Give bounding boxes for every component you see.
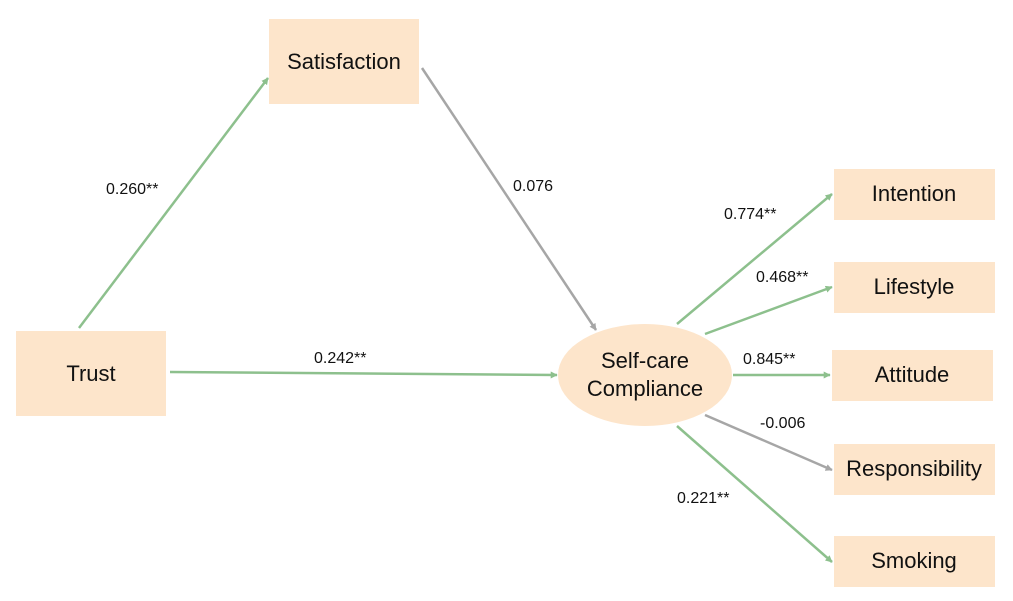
- node-satisfaction-label: Satisfaction: [287, 49, 401, 74]
- edge-label-selfcare-lifestyle: 0.468**: [756, 269, 809, 286]
- edge-label-selfcare-smoking: 0.221**: [677, 490, 730, 507]
- node-responsibility-box: [834, 444, 995, 495]
- node-trust: Trust: [16, 331, 166, 416]
- node-smoking-box: [834, 536, 995, 587]
- node-self-care-line1: Self-care: [601, 348, 689, 373]
- node-satisfaction-box: [269, 19, 419, 104]
- node-trust-box: [16, 331, 166, 416]
- edge-label-selfcare-responsibility: -0.006: [760, 415, 805, 432]
- edge-label-trust-selfcare: 0.242**: [314, 350, 367, 367]
- node-lifestyle-label: Lifestyle: [874, 274, 955, 299]
- arrow-satisfaction-selfcare: [420, 67, 598, 331]
- arrow-selfcare-intention: [676, 193, 833, 325]
- node-self-care-compliance: Self-care Compliance: [558, 324, 732, 426]
- node-lifestyle-box: [834, 262, 995, 313]
- node-attitude: Attitude: [832, 350, 993, 401]
- node-smoking-label: Smoking: [871, 548, 957, 573]
- edge-label-satisfaction-selfcare: 0.076: [513, 178, 553, 195]
- node-self-care-compliance-ellipse: [558, 324, 732, 426]
- node-trust-label: Trust: [66, 361, 115, 386]
- node-intention-label: Intention: [872, 181, 956, 206]
- arrow-trust-selfcare: [169, 370, 558, 379]
- node-intention: Intention: [834, 169, 995, 220]
- arrow-selfcare-smoking: [676, 425, 833, 563]
- node-satisfaction: Satisfaction: [269, 19, 419, 104]
- edge-labels: 0.260** 0.076 0.242** 0.774** 0.468** 0.…: [106, 178, 809, 507]
- arrow-selfcare-lifestyle: [704, 285, 833, 336]
- node-responsibility-label: Responsibility: [846, 456, 982, 481]
- edge-label-selfcare-intention: 0.774**: [724, 206, 777, 223]
- node-lifestyle: Lifestyle: [834, 262, 995, 313]
- edge-label-trust-satisfaction: 0.260**: [106, 181, 159, 198]
- node-attitude-label: Attitude: [875, 362, 950, 387]
- edge-label-selfcare-attitude: 0.845**: [743, 351, 796, 368]
- node-smoking: Smoking: [834, 536, 995, 587]
- node-responsibility: Responsibility: [834, 444, 995, 495]
- node-self-care-line2: Compliance: [587, 376, 703, 401]
- node-attitude-box: [832, 350, 993, 401]
- arrow-selfcare-responsibility: [704, 413, 833, 472]
- node-intention-box: [834, 169, 995, 220]
- arrows: [78, 67, 833, 563]
- arrow-trust-satisfaction: [78, 77, 269, 329]
